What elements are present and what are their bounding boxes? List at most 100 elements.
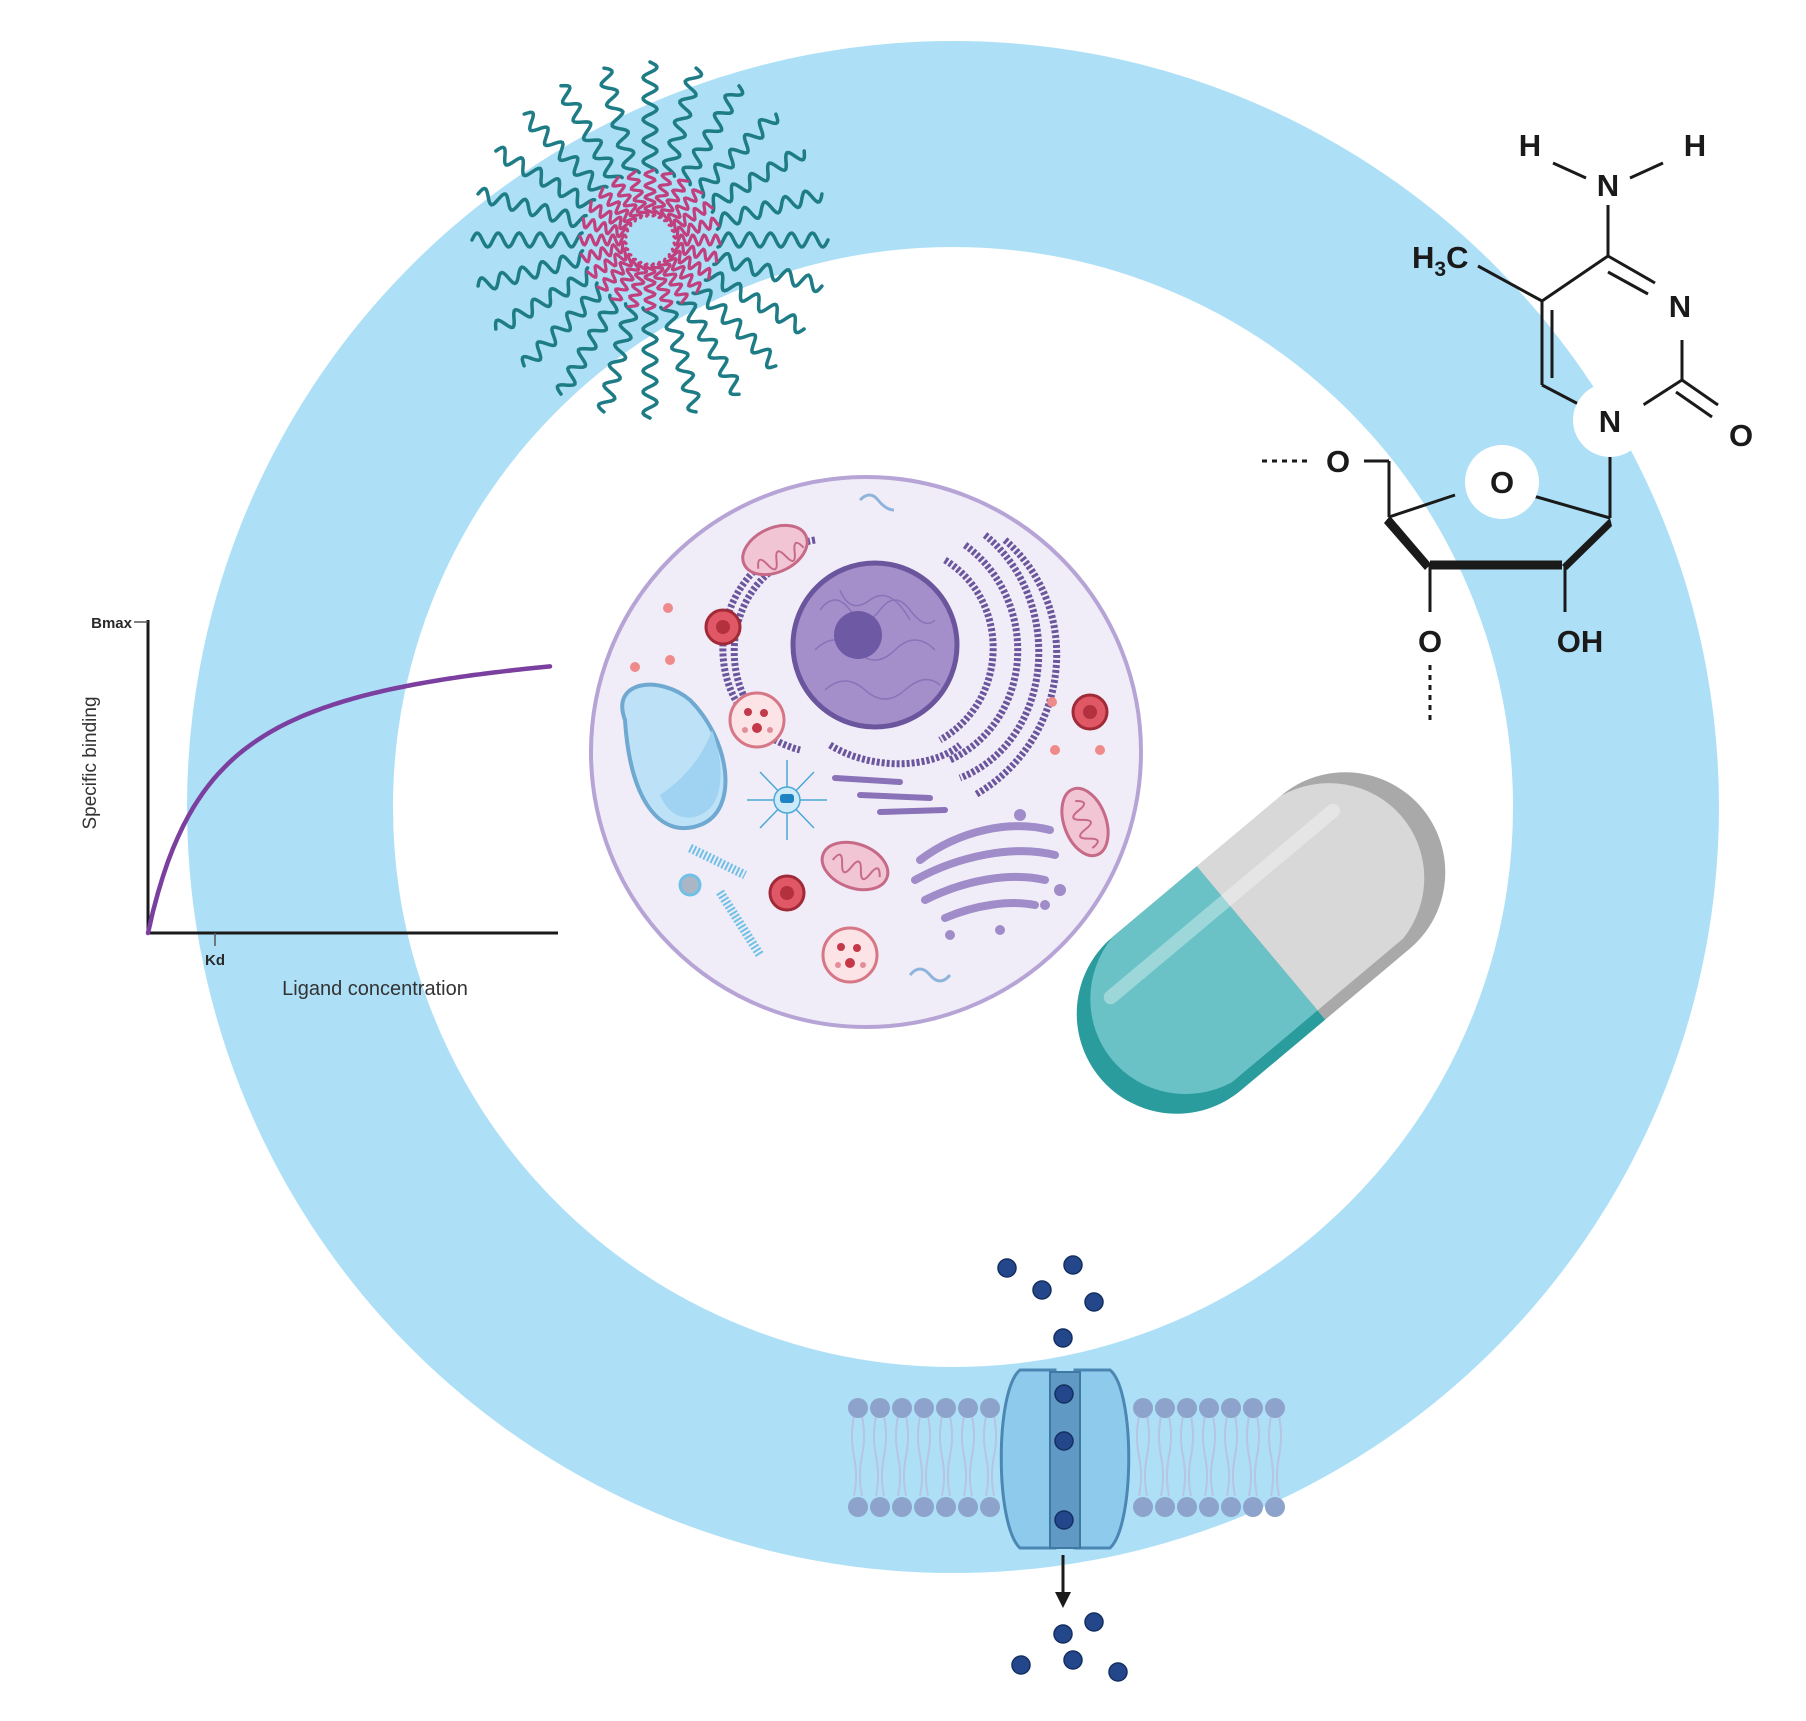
micelle-tail: [712, 251, 824, 294]
lipid-tail: [917, 1415, 931, 1497]
atom-h-right: H: [1684, 128, 1706, 163]
micelle-head: [588, 200, 633, 231]
lipid-head: [1133, 1497, 1153, 1517]
micelle-tail: [661, 66, 704, 178]
micelle-head: [610, 257, 641, 302]
micelle-tail: [494, 145, 597, 209]
lipid-tail: [873, 1415, 887, 1497]
x-axis-label: Ligand concentration: [282, 978, 468, 1000]
lipid-head: [1177, 1398, 1197, 1418]
mitochondrion: [1060, 786, 1110, 858]
ion-channel-membrane-icon: [848, 1255, 1285, 1682]
micelle-head: [650, 262, 674, 311]
ion-particle: [1054, 1510, 1074, 1530]
micelle-tail: [493, 266, 590, 331]
lipid-head: [1177, 1497, 1197, 1517]
binding-curve: [145, 664, 553, 936]
cytoskeleton: [688, 843, 764, 958]
ion-particle: [1084, 1612, 1104, 1632]
lipid-tail: [1224, 1415, 1238, 1497]
micelle-head: [656, 260, 689, 304]
lipid-head: [892, 1398, 912, 1418]
micelle-head: [581, 216, 630, 239]
capsule-highlight: [1103, 803, 1340, 1005]
golgi-vesicles: [945, 809, 1066, 940]
micelle-tail: [691, 288, 778, 370]
micelle-head: [672, 216, 721, 240]
micelle-tail: [710, 149, 807, 214]
ion-particle: [1053, 1328, 1073, 1348]
ion-particle: [1063, 1255, 1083, 1275]
nucleolus: [834, 611, 882, 659]
lipid-head: [1265, 1497, 1285, 1517]
lipid-head: [1199, 1398, 1219, 1418]
mitochondrion: [820, 840, 890, 892]
lipid-head: [892, 1497, 912, 1517]
capsule-grey-half: [1196, 783, 1425, 1011]
channel-protein-right: [1073, 1368, 1131, 1550]
y-axis-label: Specific binding: [80, 696, 101, 829]
micelle-head: [666, 188, 704, 228]
n1-highlight: [1573, 383, 1647, 457]
rna-strand: [858, 493, 895, 512]
micelle-tail: [559, 83, 624, 180]
micelle-head: [643, 262, 657, 312]
atom-oh-2prime: OH: [1557, 624, 1604, 659]
atom-o-5prime: O: [1326, 444, 1350, 479]
golgi-apparatus: [911, 822, 1059, 922]
micelle-tail: [596, 302, 639, 414]
lipid-head: [1243, 1398, 1263, 1418]
lipid-tail: [851, 1415, 865, 1497]
lipid-tail: [1136, 1415, 1150, 1497]
lipid-tail: [895, 1415, 909, 1497]
micelle-tail: [522, 110, 609, 192]
micelle-tail: [476, 249, 585, 291]
micelle-tail: [676, 300, 741, 397]
micelle-tail: [641, 306, 659, 420]
lysosome: [768, 874, 806, 912]
micelle-head: [662, 256, 702, 294]
atom-o-carbonyl: O: [1729, 418, 1753, 453]
bmax-label: Bmax: [91, 615, 133, 632]
micelle-head: [672, 233, 722, 247]
animal-cell-icon: [589, 475, 1143, 1029]
centrosome: [747, 760, 827, 840]
capsule-teal-half: [1090, 866, 1318, 1094]
micelle-tail: [698, 112, 780, 199]
lipid-head: [848, 1398, 868, 1418]
lipid-head: [1265, 1398, 1285, 1418]
lysosome: [704, 608, 742, 646]
channel-protein-left: [999, 1368, 1057, 1550]
atom-o-3prime: O: [1418, 624, 1442, 659]
ion-particle: [997, 1258, 1017, 1278]
atom-methyl: H3C: [1412, 240, 1468, 281]
micelle-head: [659, 178, 690, 223]
lipid-head: [936, 1497, 956, 1517]
lipid-head: [958, 1497, 978, 1517]
lipid-tail: [939, 1415, 953, 1497]
lipid-head: [848, 1497, 868, 1517]
mitochondrion: [741, 523, 809, 577]
ion-particle: [1053, 1624, 1073, 1644]
lipid-tail: [1202, 1415, 1216, 1497]
lipid-head: [1243, 1497, 1263, 1517]
atom-n1: N: [1599, 404, 1621, 439]
micelle-head: [626, 169, 650, 218]
lipid-head: [914, 1497, 934, 1517]
lipid-tail: [1158, 1415, 1172, 1497]
atom-o-ring: O: [1490, 465, 1514, 500]
micelle-tail: [476, 186, 588, 229]
micelle-tail: [520, 281, 602, 368]
micelle-tail: [716, 231, 830, 249]
er-fragments: [832, 775, 948, 815]
lipid-tail: [1268, 1415, 1282, 1497]
methyl-c: C: [1446, 240, 1468, 275]
capsule-pill-icon: [1076, 772, 1446, 1114]
lipid-head: [1155, 1497, 1175, 1517]
micelle-tail: [641, 60, 659, 174]
atom-n-amino: N: [1597, 168, 1619, 203]
lipid-head: [936, 1398, 956, 1418]
ion-particle: [1063, 1650, 1083, 1670]
micelle-tail: [715, 189, 824, 231]
